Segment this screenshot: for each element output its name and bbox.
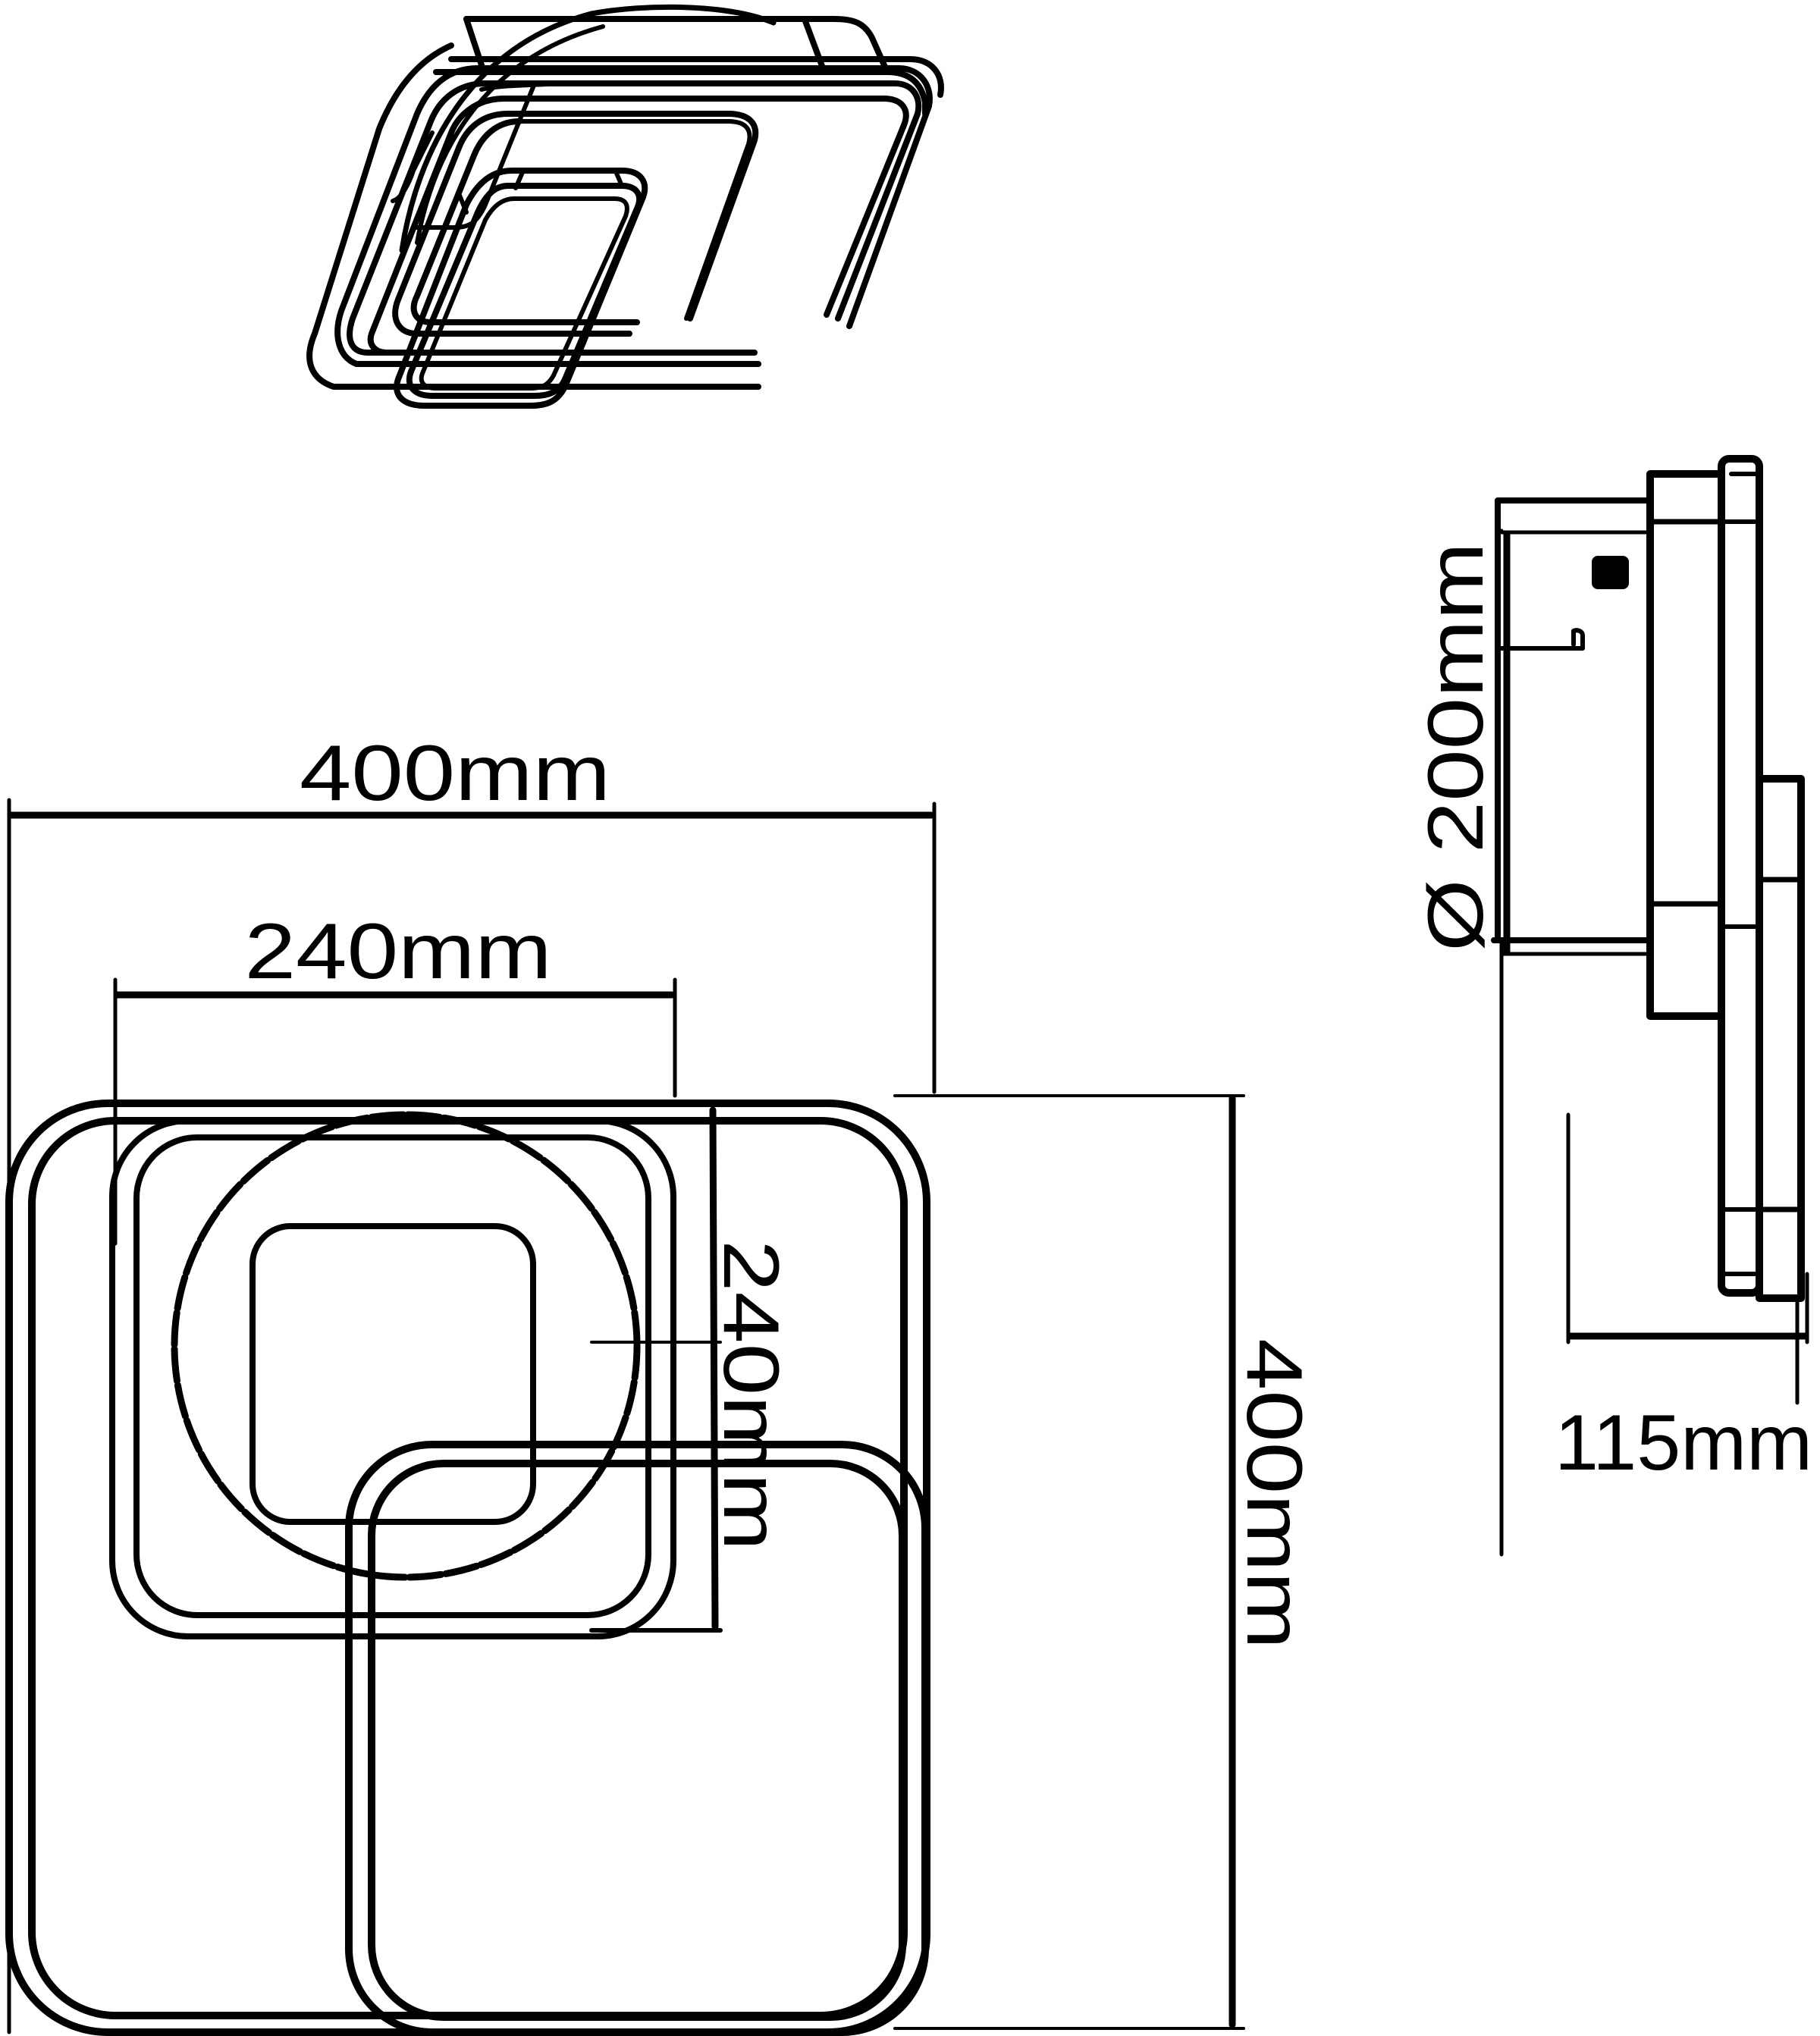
dim-label-400mm-width: 400mm [300,729,610,817]
front-view [5,798,1245,2036]
dim-label-115mm-depth: 115mm [1555,1399,1812,1487]
isometric-view [306,4,944,409]
dim-label-400mm-height: 400mm [1230,1338,1318,1649]
dim-label-240mm-height: 240mm [707,1240,795,1551]
side-view [1491,455,1809,1557]
dim-label-diameter-200mm: Ø 200mm [1412,542,1500,952]
dim-label-240mm-width: 240mm [245,908,552,996]
